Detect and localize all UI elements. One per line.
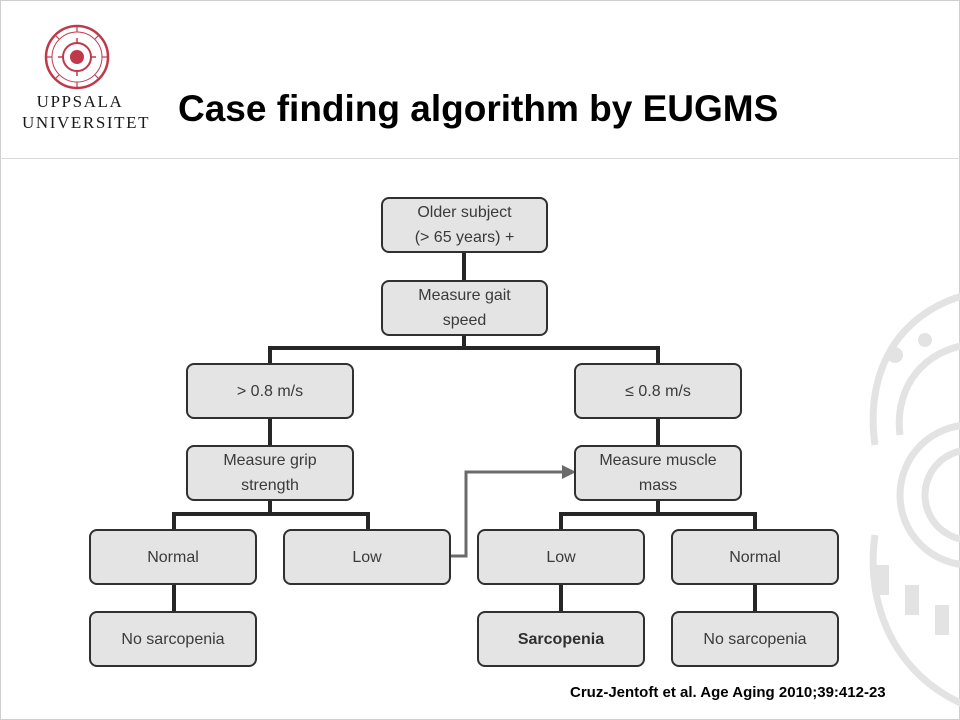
- node-measure-grip-strength: Measure grip strength: [186, 445, 354, 501]
- node-older-subject: Older subject (> 65 years) +: [381, 197, 548, 253]
- node-measure-gait-speed: Measure gait speed: [381, 280, 548, 336]
- node-mass-normal: Normal: [671, 529, 839, 585]
- node-outcome-no-sarcopenia-right: No sarcopenia: [671, 611, 839, 667]
- node-gait-fast: > 0.8 m/s: [186, 363, 354, 419]
- university-seal-logo: [44, 24, 110, 90]
- node-outcome-no-sarcopenia-left: No sarcopenia: [89, 611, 257, 667]
- university-logo-line2: UNIVERSITET: [22, 113, 151, 132]
- header-divider: [0, 158, 960, 159]
- seal-watermark: [869, 292, 960, 707]
- citation: Cruz-Jentoft et al. Age Aging 2010;39:41…: [570, 684, 886, 701]
- node-mass-low: Low: [477, 529, 645, 585]
- node-measure-muscle-mass: Measure muscle mass: [574, 445, 742, 501]
- node-grip-normal: Normal: [89, 529, 257, 585]
- university-logo-line1: UPPSALA: [36, 92, 124, 111]
- node-outcome-sarcopenia: Sarcopenia: [477, 611, 645, 667]
- node-grip-low: Low: [283, 529, 451, 585]
- slide-title: Case finding algorithm by EUGMS: [178, 88, 779, 129]
- node-gait-slow: ≤ 0.8 m/s: [574, 363, 742, 419]
